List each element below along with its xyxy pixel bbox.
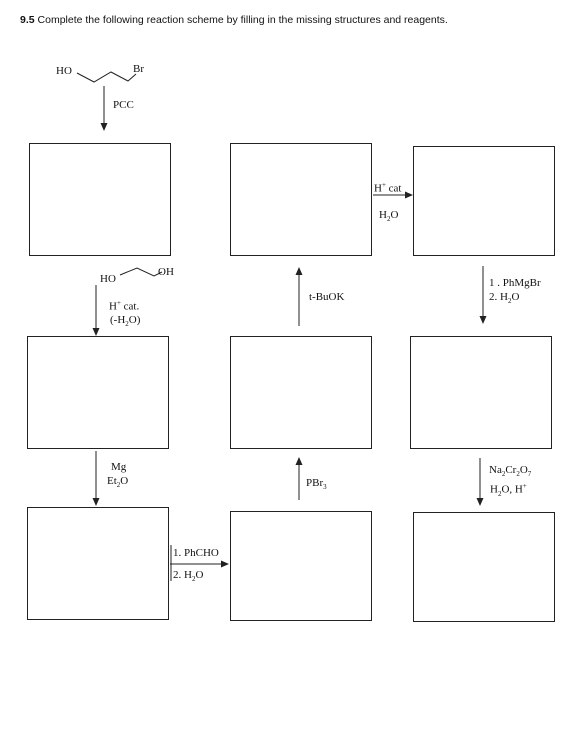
reagent-et2o: Et2O xyxy=(107,475,129,490)
arrow-down-phmgbr xyxy=(479,266,487,324)
answer-box-8[interactable] xyxy=(230,511,372,621)
diol-structure: HO OH xyxy=(100,262,190,288)
arrow-down-dehydration xyxy=(92,285,100,336)
reagent-phcho-line1: 1. PhCHO xyxy=(173,547,219,559)
reagent-mg: Mg xyxy=(111,461,127,473)
reagent-phmgbr-line2: 2. H2O xyxy=(489,291,520,306)
diol-left-hydroxyl: HO xyxy=(100,273,116,285)
answer-box-9[interactable] xyxy=(413,512,555,622)
reagent-pcc: PCC xyxy=(113,99,134,111)
reagent-h-cat-hydration-line2: H2O xyxy=(379,209,399,224)
reagent-na2cr2o7: Na2Cr2O7 xyxy=(489,464,532,479)
reagent-pbr3: PBr3 xyxy=(306,477,327,492)
arrow-up-tbuok xyxy=(295,267,303,326)
bromo-label: Br xyxy=(133,63,144,75)
arrow-right-phcho xyxy=(170,560,229,568)
question-number: 9.5 xyxy=(20,14,35,26)
answer-box-2[interactable] xyxy=(230,143,372,256)
answer-box-1[interactable] xyxy=(29,143,171,256)
reagent-h-cat-hydration-line1: H+ cat xyxy=(374,181,402,195)
question-title: 9.5 Complete the following reaction sche… xyxy=(20,14,448,26)
answer-box-3[interactable] xyxy=(413,146,555,256)
reagent-phcho-line2: 2. H2O xyxy=(173,569,204,584)
arrow-right-hydration xyxy=(373,191,413,199)
question-instruction: Complete the following reaction scheme b… xyxy=(37,14,448,26)
diol-right-hydroxyl: OH xyxy=(158,266,174,278)
start-skeleton xyxy=(76,71,137,83)
arrow-down-pcc xyxy=(100,86,108,131)
starting-material-structure: HO Br xyxy=(56,62,156,88)
reagent-tbuok: t-BuOK xyxy=(309,291,345,303)
arrow-down-grignard xyxy=(92,451,100,506)
reagent-phmgbr-line1: 1 . PhMgBr xyxy=(489,277,541,289)
arrow-up-pbr3 xyxy=(295,457,303,500)
diol-skeleton xyxy=(119,267,163,277)
answer-box-4[interactable] xyxy=(27,336,169,449)
answer-box-7[interactable] xyxy=(27,507,169,620)
reagent-h-cat-dehydration-line2: (-H2O) xyxy=(110,314,141,329)
answer-box-5[interactable] xyxy=(230,336,372,449)
reagent-h-cat-dehydration-line1: H+ cat. xyxy=(109,299,140,313)
phcho-reagent-bracket xyxy=(170,545,172,581)
reagent-h2o-h: H2O, H+ xyxy=(490,482,527,498)
hydroxyl-label: HO xyxy=(56,65,72,77)
answer-box-6[interactable] xyxy=(410,336,552,449)
arrow-down-dichromate xyxy=(476,458,484,506)
